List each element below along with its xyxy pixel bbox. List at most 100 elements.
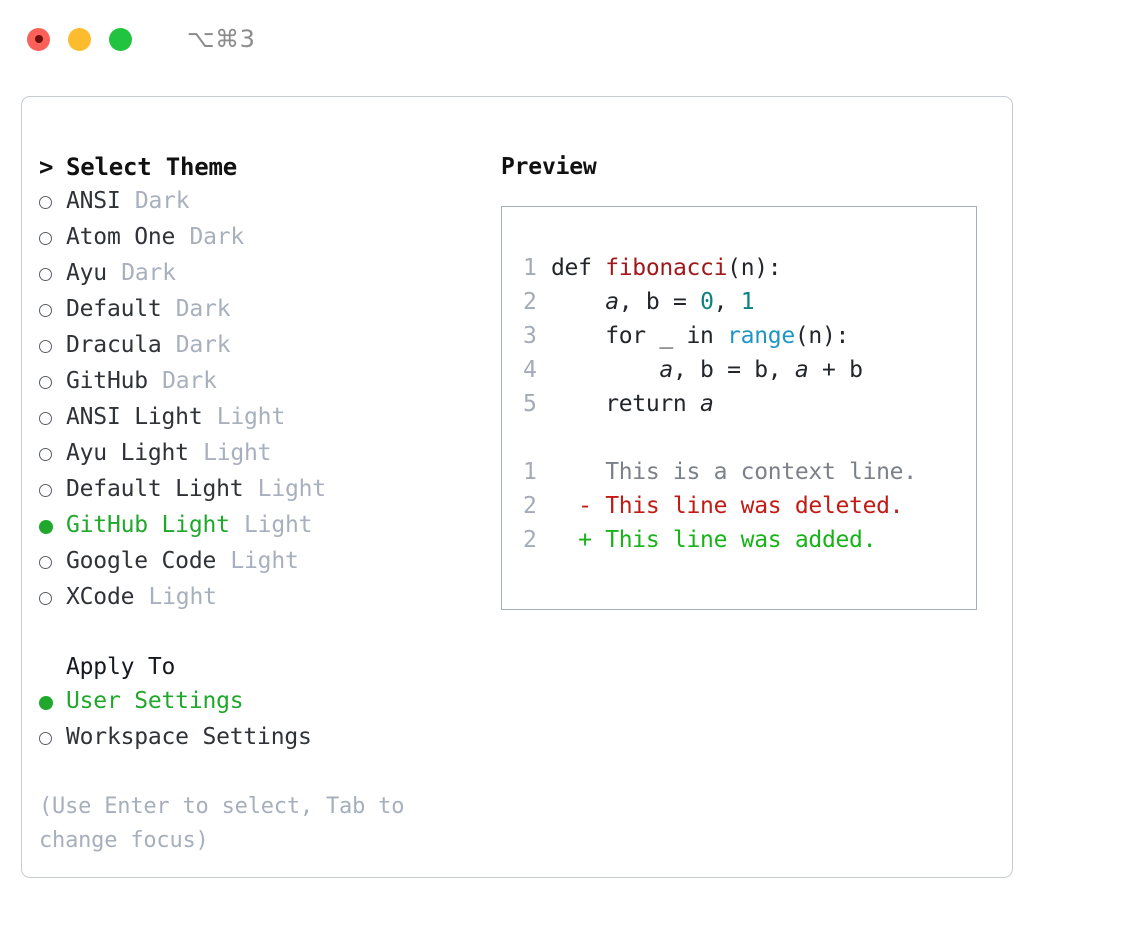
radio-unselected-icon	[39, 232, 52, 245]
theme-variant-label: Light	[203, 440, 272, 466]
line-number: 2	[523, 493, 537, 519]
radio-unselected-icon	[39, 412, 52, 425]
apply-to-option[interactable]: Workspace Settings	[39, 720, 479, 756]
window-controls	[27, 27, 132, 51]
diff-line-text: - This line was deleted.	[551, 493, 904, 519]
theme-name-label: Dracula	[66, 332, 162, 358]
apply-to-option[interactable]: User Settings	[39, 684, 479, 720]
radio-unselected-icon	[39, 448, 52, 461]
code-line: 3 for _ in range(n):	[523, 319, 970, 353]
code-token: ,	[618, 289, 646, 315]
radio-unselected-icon	[39, 556, 52, 569]
apply-to-header: Apply To	[39, 650, 479, 684]
theme-name-label: Atom One	[66, 224, 176, 250]
preview-title: Preview	[501, 154, 597, 180]
code-token: + b	[808, 357, 863, 383]
line-number: 1	[523, 459, 537, 485]
theme-variant-label: Dark	[175, 332, 231, 358]
theme-variant-label: Dark	[189, 224, 245, 250]
theme-variant-label: Light	[230, 548, 299, 574]
radio-unselected-icon	[39, 592, 52, 605]
theme-name-label: GitHub Light	[66, 512, 230, 538]
theme-name-label: ANSI	[66, 188, 121, 214]
select-theme-header: > Select Theme	[39, 150, 479, 184]
radio-marker	[39, 437, 66, 471]
apply-to-option-label: User Settings	[66, 688, 244, 714]
radio-marker	[39, 509, 66, 543]
code-token: a	[659, 357, 673, 383]
code-token: =	[659, 289, 701, 315]
radio-unselected-icon	[39, 484, 52, 497]
code-token: ,	[713, 289, 741, 315]
code-token: a	[605, 289, 619, 315]
theme-variant-label: Dark	[134, 188, 190, 214]
code-token: fibonacci	[605, 255, 728, 281]
code-token: range	[727, 323, 795, 349]
code-line: 4 a, b = b, a + b	[523, 353, 970, 387]
code-token: 1	[740, 289, 755, 315]
code-token: (n):	[794, 323, 850, 349]
code-line: 2 a, b = 0, 1	[523, 285, 970, 319]
apply-to-label: Apply To	[66, 654, 176, 680]
spacer	[523, 421, 970, 455]
line-number: 3	[523, 323, 537, 349]
apply-to-option-label: Workspace Settings	[66, 724, 312, 750]
theme-variant-label: Dark	[121, 260, 176, 286]
diff-line: 2 + This line was added.	[523, 523, 970, 557]
code-token	[551, 357, 659, 383]
line-number: 4	[523, 357, 537, 383]
line-number: 1	[523, 255, 537, 281]
theme-variant-label: Light	[257, 476, 326, 502]
radio-unselected-icon	[39, 340, 52, 353]
line-number: 5	[523, 391, 537, 417]
caret-right-icon: >	[39, 153, 54, 181]
diff-line-text: This is a context line.	[551, 459, 917, 485]
code-token: 0	[700, 289, 714, 315]
diff-line: 1 This is a context line.	[523, 455, 970, 489]
title-bar: ⌥⌘3	[0, 0, 1140, 78]
theme-list-item[interactable]: Dracula Dark	[39, 328, 479, 364]
radio-marker	[39, 473, 66, 507]
code-token: (n):	[727, 255, 782, 281]
radio-unselected-icon	[39, 732, 52, 745]
code-token	[551, 289, 605, 315]
radio-marker	[39, 221, 66, 255]
code-token: return	[551, 391, 701, 417]
theme-list-item[interactable]: ANSI Dark	[39, 184, 479, 220]
close-window-icon[interactable]	[27, 27, 50, 51]
line-number: 2	[523, 527, 537, 553]
theme-name-label: XCode	[66, 584, 135, 610]
radio-marker	[39, 401, 66, 435]
radio-marker	[39, 293, 66, 327]
keyboard-shortcut-label: ⌥⌘3	[187, 25, 256, 53]
theme-list-item[interactable]: Ayu Light Light	[39, 436, 479, 472]
code-token: a	[794, 357, 809, 383]
line-number: 2	[523, 289, 537, 315]
radio-marker	[39, 685, 66, 719]
theme-name-label: Ayu Light	[66, 440, 189, 466]
maximize-window-icon[interactable]	[109, 27, 132, 51]
radio-unselected-icon	[39, 196, 52, 209]
radio-marker	[39, 185, 66, 219]
theme-variant-label: Dark	[175, 296, 231, 322]
minimize-window-icon[interactable]	[68, 27, 91, 51]
code-token: , b = b,	[672, 357, 795, 383]
diff-line: 2 - This line was deleted.	[523, 489, 970, 523]
theme-list-item[interactable]: Atom One Dark	[39, 220, 479, 256]
